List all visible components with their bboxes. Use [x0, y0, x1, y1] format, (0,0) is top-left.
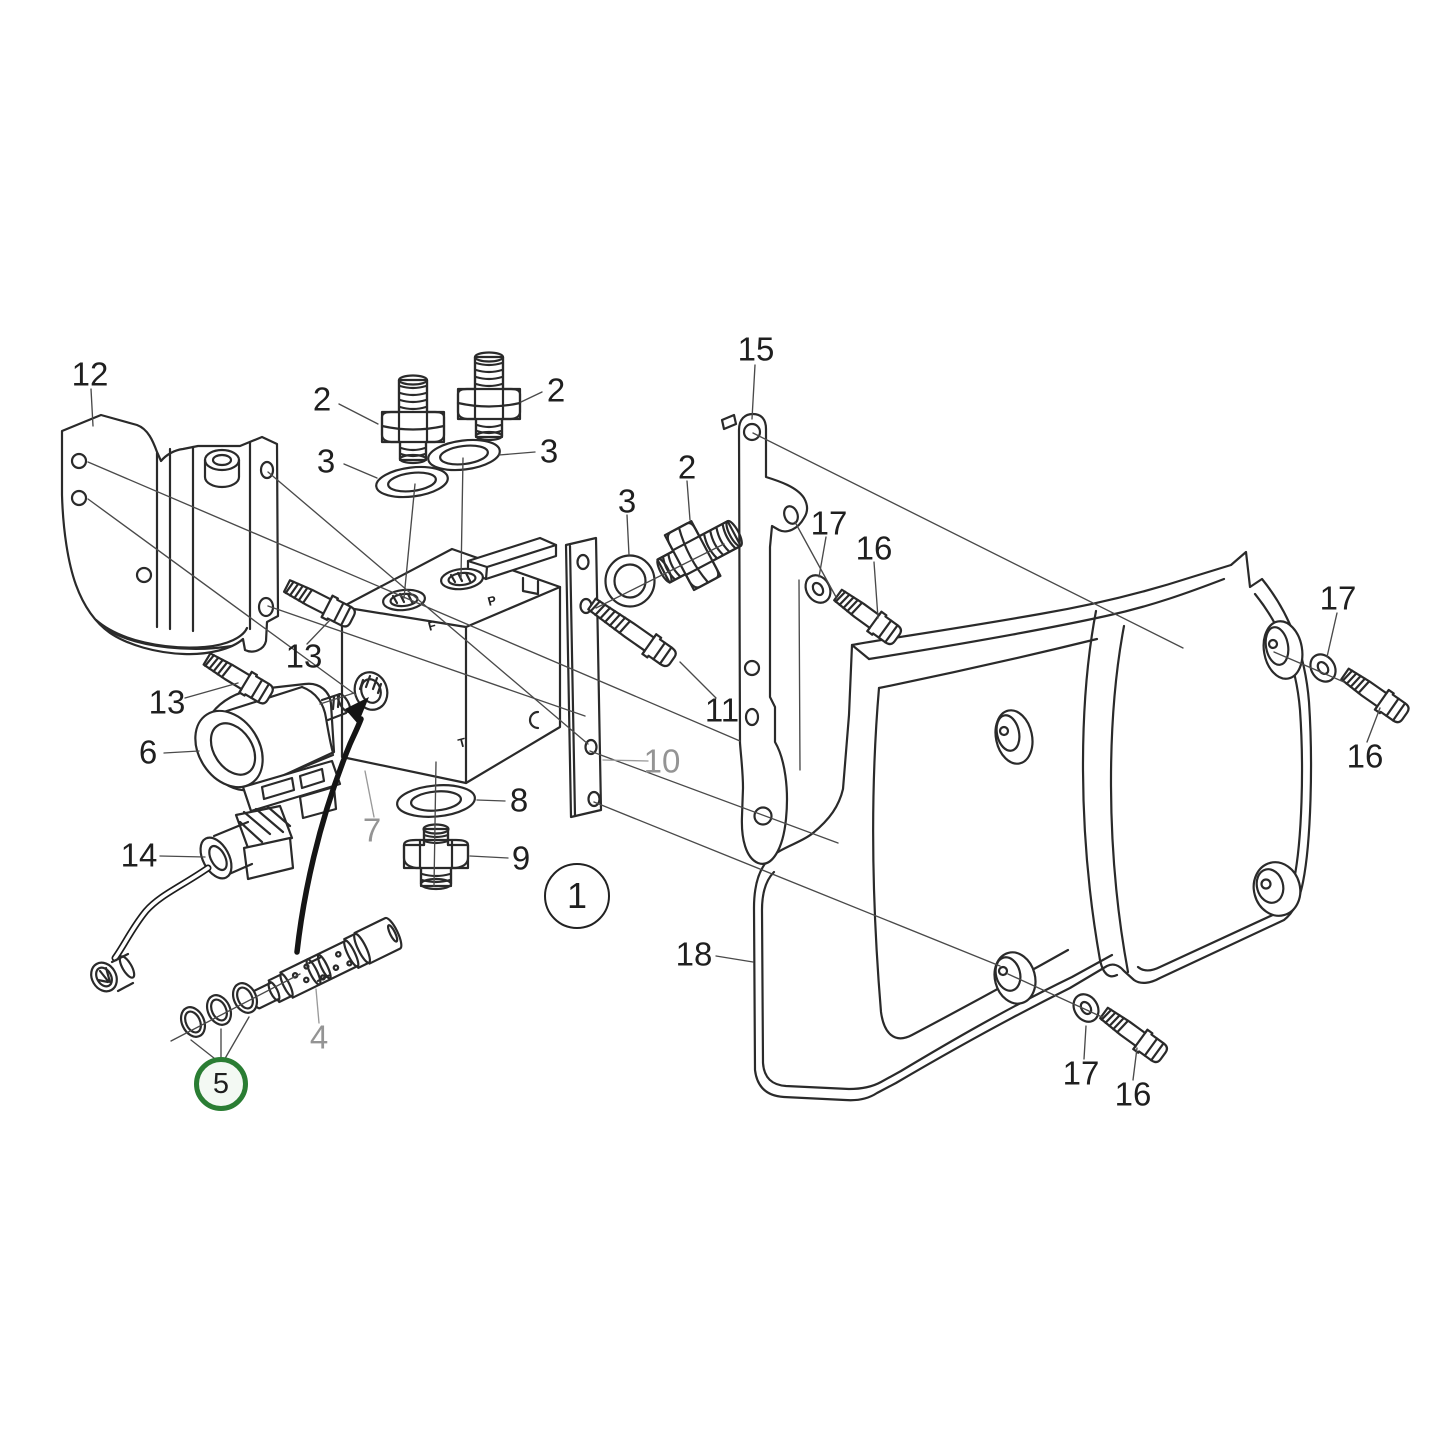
callout-3b[interactable]: 3: [539, 432, 559, 470]
part-fitting-2c: [645, 502, 754, 601]
cover-screw-seat: [993, 951, 1037, 1005]
callout-13b[interactable]: 13: [148, 683, 186, 721]
callout-1-reference[interactable]: 1: [544, 863, 610, 929]
callout-10[interactable]: 10: [643, 742, 681, 780]
part-plate-10: [564, 536, 603, 819]
part-cover-18: [752, 550, 1313, 1102]
part-solenoid-6: [194, 682, 352, 820]
callout-12[interactable]: 12: [71, 355, 109, 393]
part-bolt-16b: [1337, 663, 1413, 727]
part-washer-3c: [604, 554, 656, 608]
callout-2c[interactable]: 2: [677, 448, 697, 486]
alignment-lines: [87, 432, 1345, 1042]
callout-2a[interactable]: 2: [312, 380, 332, 418]
callout-15[interactable]: 15: [737, 330, 775, 368]
part-bolt-16c: [1095, 1002, 1172, 1067]
callout-18[interactable]: 18: [675, 935, 713, 973]
part-bolt-13a: [280, 574, 359, 631]
flow-arrow: [294, 697, 369, 955]
cover-screw-seat: [994, 709, 1034, 765]
callout-6[interactable]: 6: [138, 733, 158, 771]
part-spool-4: [249, 916, 403, 1010]
part-bracket-15: [720, 412, 809, 865]
callout-17a[interactable]: 17: [810, 504, 848, 542]
callout-11[interactable]: 11: [704, 691, 740, 729]
callout-9[interactable]: 9: [511, 839, 531, 877]
callout-17c[interactable]: 17: [1062, 1054, 1100, 1092]
callout-17b[interactable]: 17: [1319, 579, 1357, 617]
part-bracket-12: [60, 413, 280, 656]
callout-13a[interactable]: 13: [285, 637, 323, 675]
callout-2b[interactable]: 2: [546, 371, 566, 409]
callout-7[interactable]: 7: [362, 811, 382, 849]
part-fitting-2b: [456, 351, 522, 442]
leader-lines: [90, 364, 1381, 1081]
callout-16c[interactable]: 16: [1114, 1075, 1152, 1113]
part-plug-9: [402, 823, 470, 891]
part-washer-17c: [1067, 988, 1105, 1028]
cover-screw-seat: [1262, 620, 1304, 680]
part-connector-14: [90, 804, 295, 993]
callout-8[interactable]: 8: [509, 781, 529, 819]
part-bolt-16a: [829, 584, 906, 649]
callout-4[interactable]: 4: [309, 1018, 329, 1056]
callout-16b[interactable]: 16: [1346, 737, 1384, 775]
callout-14[interactable]: 14: [120, 836, 158, 874]
part-valve-block-7: [340, 536, 562, 785]
callout-3c[interactable]: 3: [617, 482, 637, 520]
cover-screw-seat: [1252, 861, 1302, 917]
callout-5-selected[interactable]: 5: [194, 1057, 248, 1111]
part-washer-17a: [799, 569, 837, 609]
callout-16a[interactable]: 16: [855, 529, 893, 567]
callout-3a[interactable]: 3: [316, 442, 336, 480]
